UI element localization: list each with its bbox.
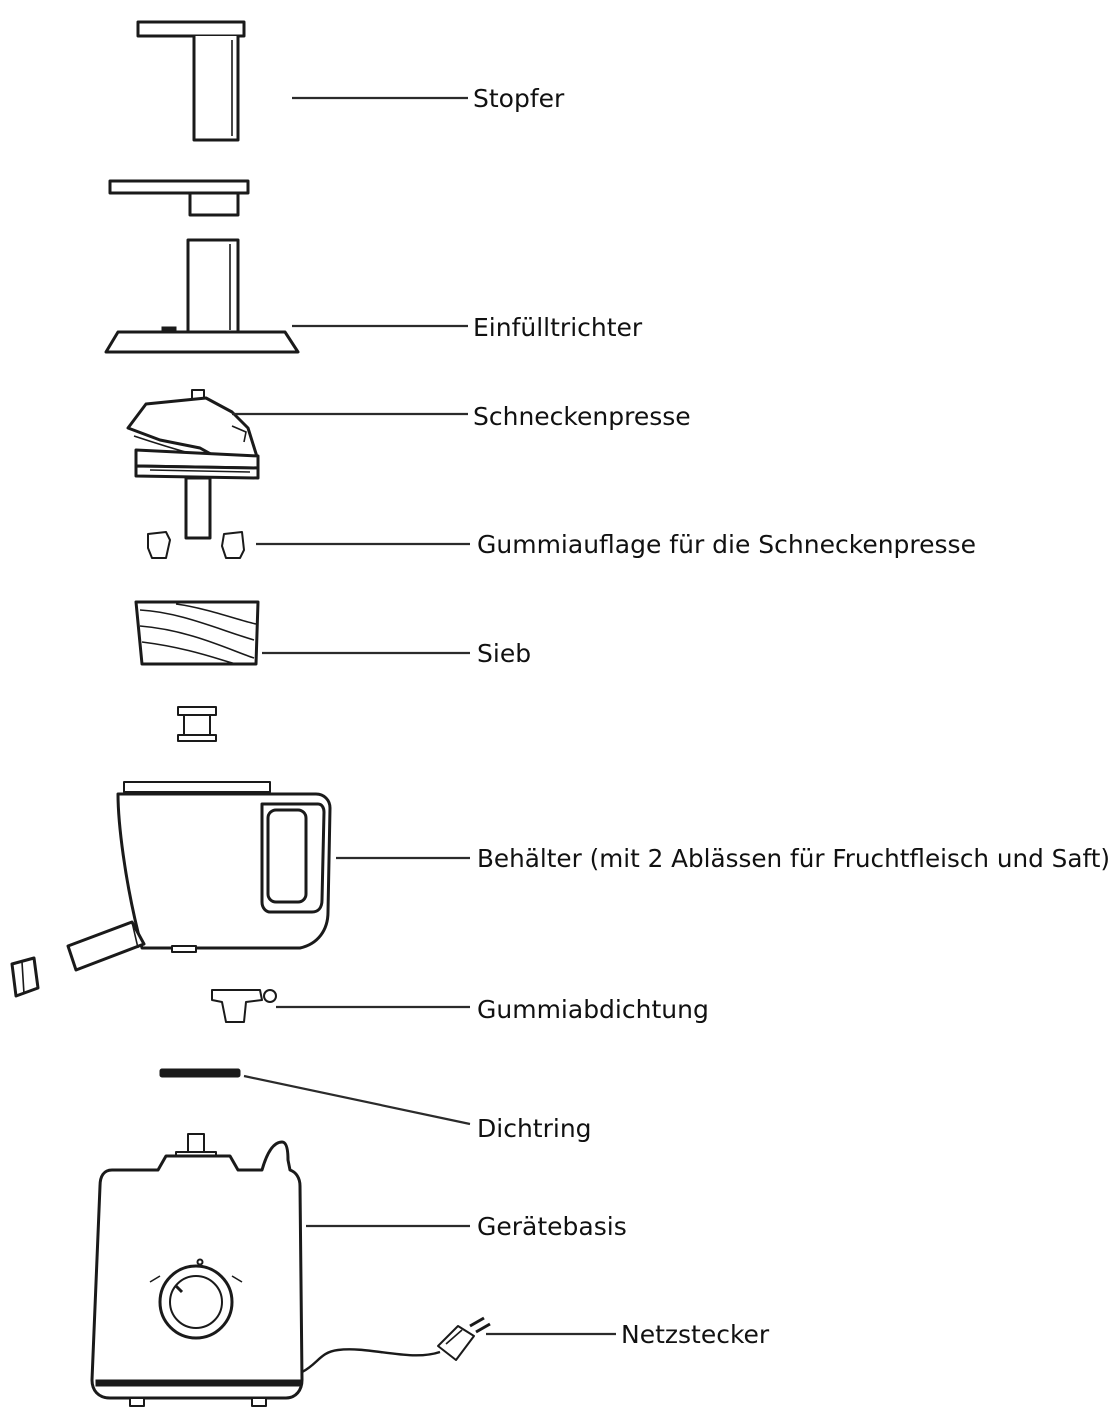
feed-chute-part	[104, 179, 300, 354]
rubber-seal-part	[211, 989, 277, 1023]
label-einfuelltrichter: Einfülltrichter	[473, 313, 643, 342]
rubber-pads-part	[147, 531, 245, 559]
power-plug-part	[301, 1316, 491, 1374]
motor-base-part	[90, 1133, 304, 1407]
bowl-part	[66, 781, 332, 972]
label-schneckenpresse: Schneckenpresse	[473, 402, 691, 431]
sealing-ring-part	[159, 1068, 241, 1078]
pusher-part	[136, 20, 246, 142]
coupler-part	[177, 706, 217, 742]
label-gummiauflage: Gummiauflage für die Schneckenpresse	[477, 530, 976, 559]
label-stopfer: Stopfer	[473, 84, 565, 113]
bowl-outlet-cap-part	[10, 956, 40, 998]
label-dichtring: Dichtring	[477, 1114, 592, 1143]
label-geraetebasis: Gerätebasis	[477, 1212, 627, 1241]
label-gummiabdichtung: Gummiabdichtung	[477, 995, 709, 1024]
leader-line-dichtring	[243, 1074, 471, 1126]
label-sieb: Sieb	[477, 639, 531, 668]
strainer-part	[134, 600, 260, 666]
label-behaelter: Behälter (mit 2 Ablässen für Fruchtfleis…	[477, 844, 1110, 873]
auger-part	[126, 389, 260, 540]
label-netzstecker: Netzstecker	[621, 1320, 770, 1349]
